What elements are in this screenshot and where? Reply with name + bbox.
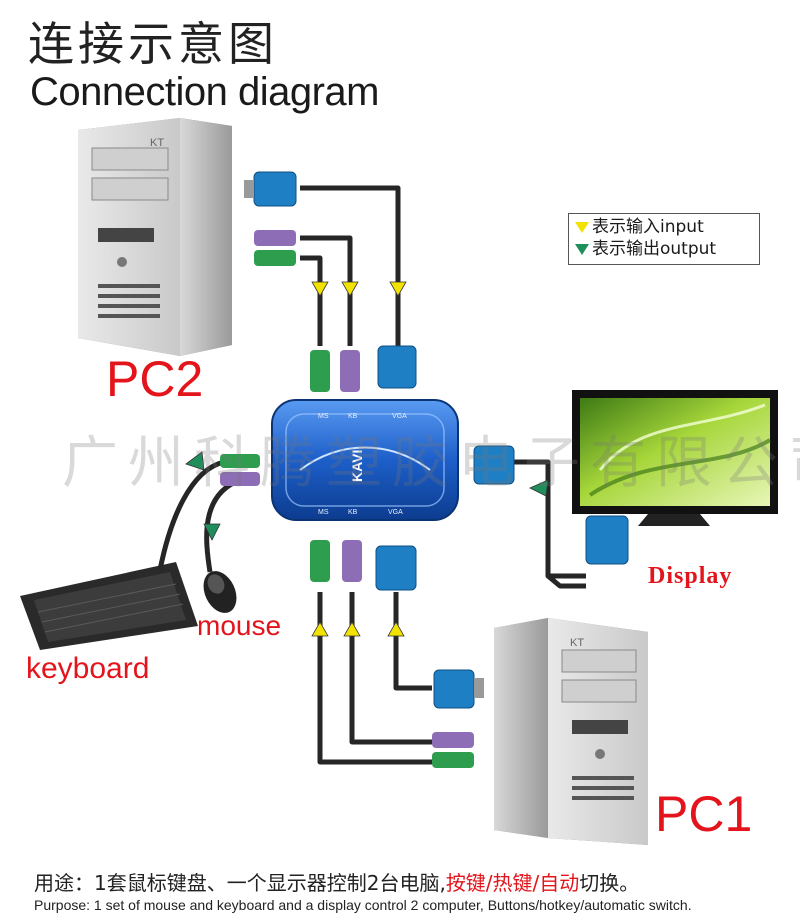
legend-input-row: 表示输入input: [575, 216, 704, 238]
legend-output-row: 表示输出output: [575, 238, 716, 260]
port-label: KB: [348, 413, 358, 420]
port-label: KB: [348, 509, 358, 516]
mouse-label: mouse: [197, 610, 282, 641]
port-label: VGA: [392, 413, 407, 420]
ps2-connectors: [220, 230, 474, 768]
purpose-chinese-prefix: 用途：1套鼠标键盘、一个显示器控制2台电脑,: [34, 871, 446, 895]
port-label: MS: [318, 413, 329, 420]
kvm-switch: [271, 399, 459, 521]
switch-port-labels: MS KB VGA VGA KB MS: [318, 413, 407, 516]
vga-connectors: [244, 171, 629, 709]
watermark-text: 广州科腾塑胶电子有限公司: [62, 431, 800, 496]
port-label: VGA: [388, 509, 403, 516]
display-monitor: [572, 390, 778, 526]
purpose-chinese: 用途：1套鼠标键盘、一个显示器控制2台电脑,按键/热键/自动切换。: [34, 867, 639, 896]
purpose-chinese-highlight: 按键/热键/自动: [445, 871, 580, 895]
input-arrow-icon: [575, 221, 589, 233]
keyboard-label: keyboard: [26, 652, 150, 685]
port-label: MS: [318, 509, 329, 516]
pc1-case-mark: KT: [570, 637, 584, 649]
pc1-tower: [494, 618, 648, 845]
mouse-device: [203, 571, 237, 613]
title-english: Connection diagram: [30, 70, 380, 114]
purpose-english: Purpose: 1 set of mouse and keyboard and…: [34, 897, 692, 913]
pc2-case-mark: KT: [150, 137, 164, 149]
switch-brand-label: KAVI: [349, 450, 365, 482]
purpose-chinese-suffix: 切换。: [579, 871, 640, 895]
output-arrow-icon: [575, 243, 589, 255]
keyboard-device: [20, 562, 198, 650]
title-chinese: 连接示意图: [28, 17, 278, 71]
legend-input-text: 表示输入input: [592, 217, 704, 237]
pc2-tower: [78, 118, 232, 356]
display-label: Display: [648, 563, 733, 589]
signal-arrows: [185, 281, 549, 637]
pc2-label: PC2: [106, 351, 204, 407]
legend-output-text: 表示输出output: [592, 239, 717, 259]
legend-box: 表示输入input 表示输出output: [568, 213, 760, 265]
pc1-label: PC1: [655, 786, 753, 842]
